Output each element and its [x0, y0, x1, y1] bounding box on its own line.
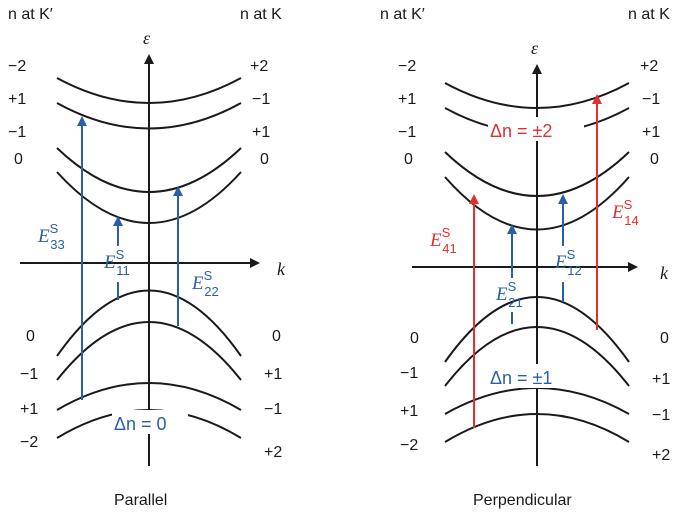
level-label: +2: [652, 447, 670, 464]
level-label: −1: [264, 401, 282, 418]
caption-perpendicular: Perpendicular: [473, 492, 572, 509]
level-label: +1: [8, 91, 26, 108]
level-label: 0: [26, 328, 35, 345]
selection-rule-perp-upper: Δn = ±2: [490, 121, 552, 141]
k-axis-label: k: [277, 259, 286, 279]
header-n-at-k-left: n at K: [240, 6, 282, 23]
selection-rule-perp-lower: Δn = ±1: [490, 368, 552, 388]
level-label: −2: [20, 434, 38, 451]
level-label: −1: [8, 124, 26, 141]
right-labels-perpendicular: +2 −1 +1 0 0 +1 −1 +2: [640, 58, 670, 464]
header-n-at-kprime-right: n at K′: [380, 6, 425, 23]
left-labels-perpendicular: −2 +1 −1 0 0 −1 +1 −2: [398, 58, 419, 454]
selection-rule-bg: [112, 410, 188, 434]
selection-rule-lower-bg: [488, 364, 584, 388]
level-label: +1: [398, 91, 416, 108]
level-label: +1: [652, 371, 670, 388]
right-labels-parallel: +2 −1 +1 0 0 +1 −1 +2: [250, 58, 282, 461]
band-c-2: [56, 102, 242, 130]
level-label: −2: [400, 437, 418, 454]
band-v-1: [444, 296, 630, 363]
band-c-top: [56, 77, 242, 104]
header-n-at-kprime-left: n at K′: [8, 6, 53, 23]
header-n-at-k-right: n at K: [628, 6, 670, 23]
selection-rule-parallel: Δn = 0: [114, 414, 167, 434]
band-c-3: [56, 147, 242, 193]
caption-parallel: Parallel: [114, 492, 167, 509]
left-labels-parallel: −2 +1 −1 0 0 −1 +1 −2: [8, 58, 38, 451]
level-label: −1: [652, 407, 670, 424]
band-v-4: [444, 413, 630, 443]
level-label: 0: [650, 151, 659, 168]
selection-rule-upper-bg: [488, 117, 584, 141]
level-label: −1: [642, 91, 660, 108]
band-v-3: [56, 382, 242, 411]
level-label: −1: [20, 366, 38, 383]
energy-axis-label: ε: [531, 38, 539, 58]
level-label: +1: [20, 401, 38, 418]
level-label: −2: [398, 58, 416, 75]
band-c-4: [56, 171, 242, 224]
level-label: +2: [264, 444, 282, 461]
level-label: −1: [400, 365, 418, 382]
level-label: 0: [404, 151, 413, 168]
level-label: +1: [264, 366, 282, 383]
k-axis-label: k: [660, 263, 669, 283]
energy-axis-label: ε: [143, 28, 151, 48]
level-label: 0: [260, 151, 269, 168]
level-label: +2: [250, 58, 268, 75]
band-c-4: [444, 176, 630, 231]
level-label: 0: [660, 330, 669, 347]
level-label: −2: [8, 58, 26, 75]
level-label: −1: [252, 91, 270, 108]
level-label: 0: [14, 151, 23, 168]
level-label: 0: [410, 330, 419, 347]
band-v-2: [444, 326, 630, 387]
level-label: 0: [272, 328, 281, 345]
band-v-1: [56, 289, 242, 357]
band-v-3: [444, 387, 630, 415]
band-c-top: [444, 82, 630, 109]
band-c-3: [444, 151, 630, 197]
level-label: +1: [252, 124, 270, 141]
level-label: +1: [642, 124, 660, 141]
level-label: +1: [400, 403, 418, 420]
band-v-2: [56, 321, 242, 381]
panel-parallel: n at K′ n at K ε k −2 +1 −1 0 0 −1 +1 −2: [8, 6, 286, 509]
level-label: +2: [640, 58, 658, 75]
panel-perpendicular: n at K′ n at K ε k −2 +1 −1 0 0 −1 +1 −2: [380, 6, 670, 509]
level-label: −1: [398, 124, 416, 141]
